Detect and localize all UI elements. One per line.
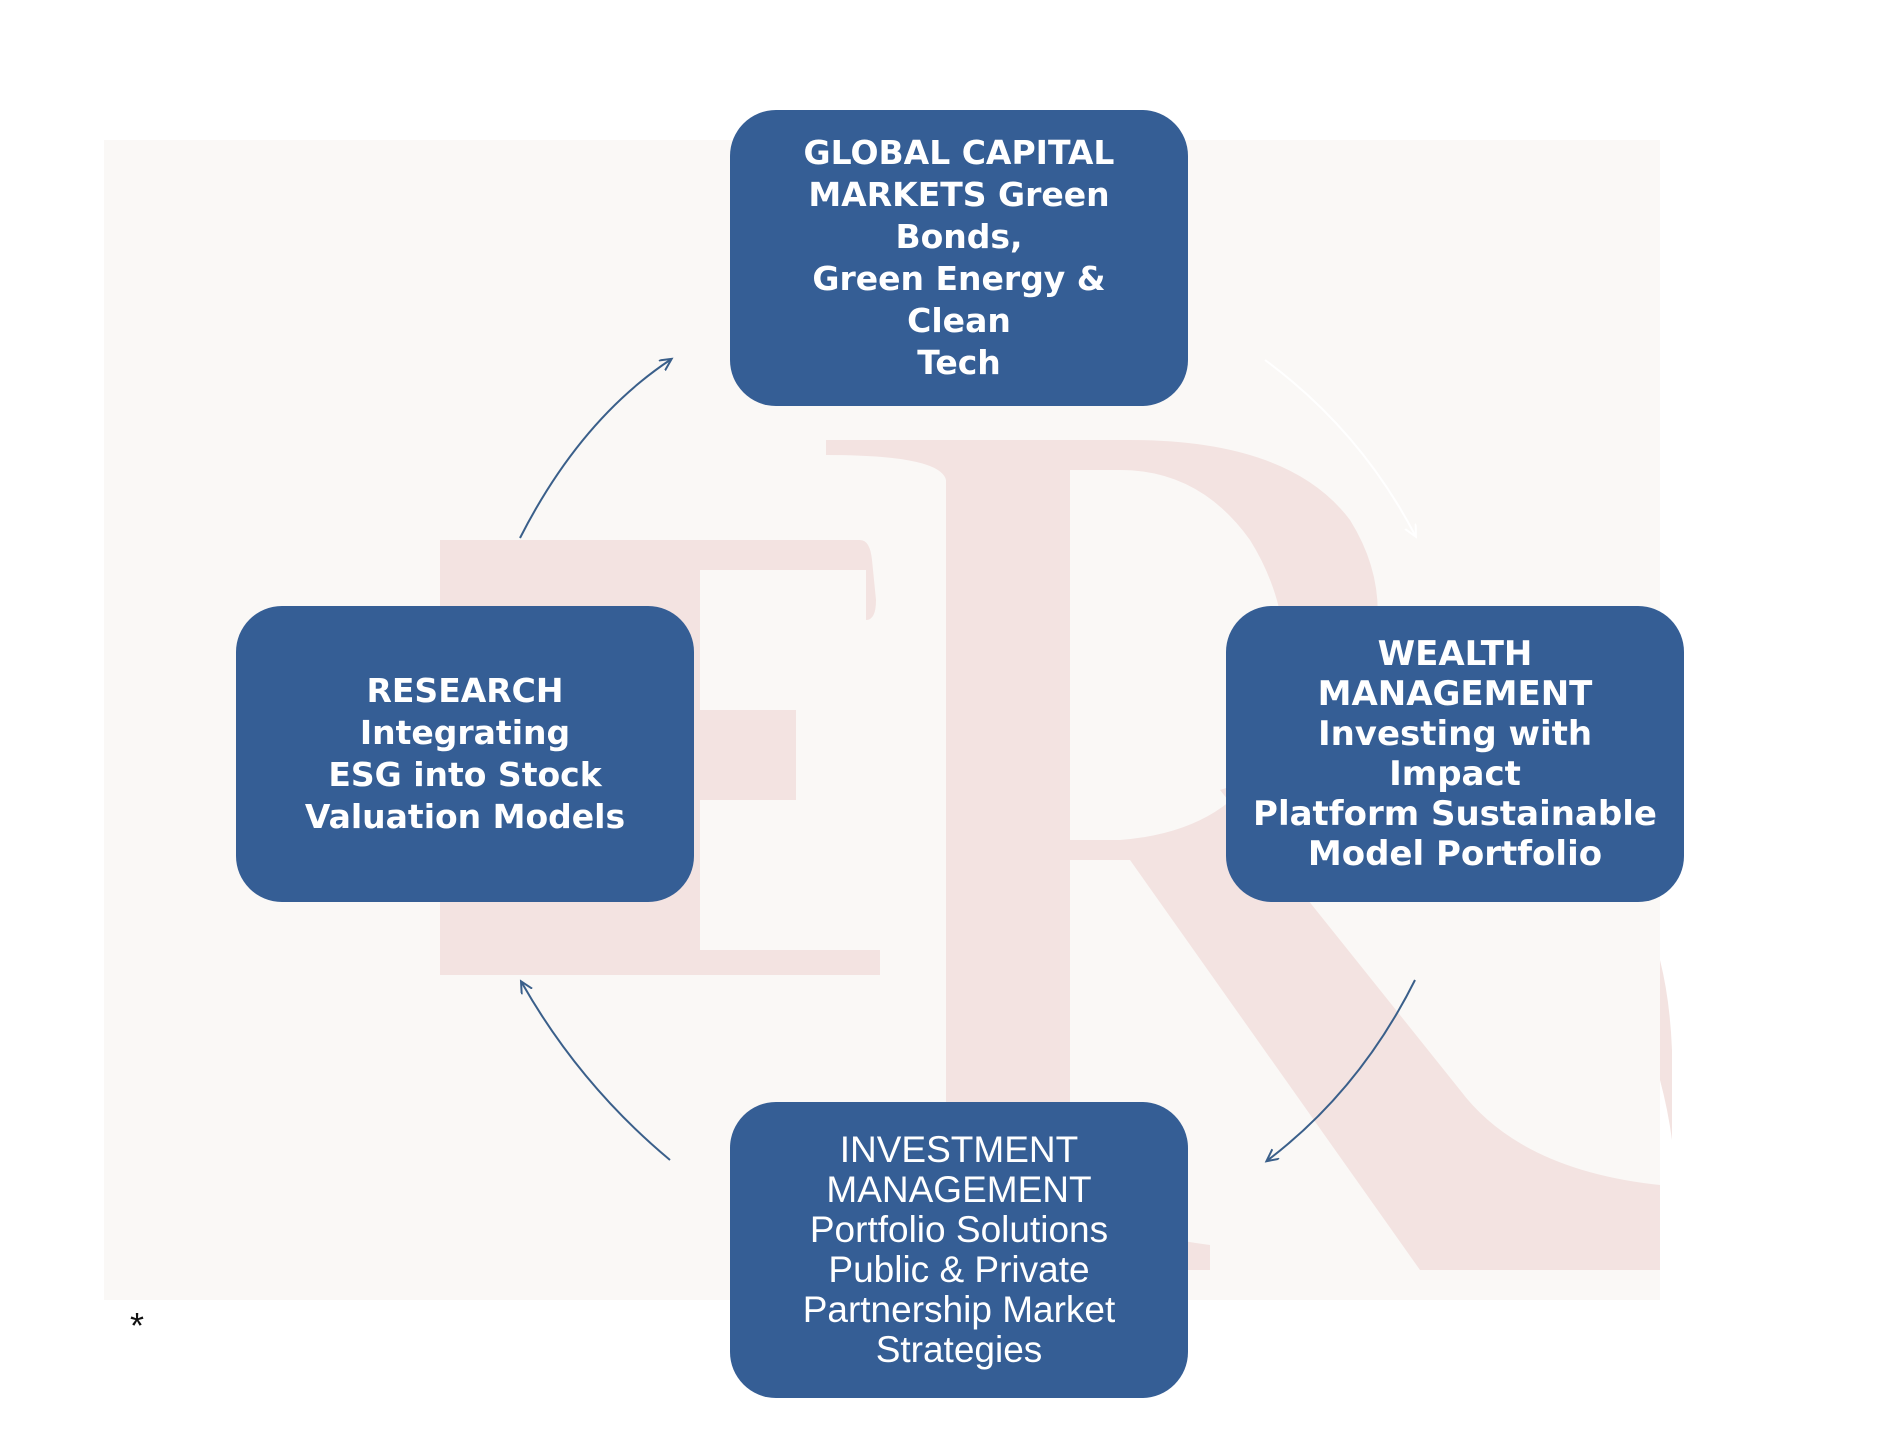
watermark-letter-c (1660, 960, 1672, 1140)
node-global-capital-markets: GLOBAL CAPITAL MARKETS Green Bonds, Gree… (730, 110, 1188, 406)
node-research-label: RESEARCH Integrating ESG into Stock Valu… (304, 671, 626, 836)
node-investment-management-label: INVESTMENT MANAGEMENT Portfolio Solution… (802, 1129, 1116, 1370)
footnote-asterisk: * (130, 1305, 145, 1346)
arrow-right-to-bottom (1268, 979, 1416, 1160)
node-investment-management: INVESTMENT MANAGEMENT Portfolio Solution… (730, 1102, 1188, 1398)
arrow-bottom-to-left (522, 983, 671, 1161)
node-research: RESEARCH Integrating ESG into Stock Valu… (236, 606, 694, 902)
node-global-capital-markets-label: GLOBAL CAPITAL MARKETS Green Bonds, Gree… (803, 133, 1115, 382)
node-wealth-management-label: WEALTH MANAGEMENT Investing with Impact … (1253, 634, 1657, 874)
arrow-left-to-top (519, 360, 670, 539)
node-wealth-management: WEALTH MANAGEMENT Investing with Impact … (1226, 606, 1684, 902)
arrow-top-to-right (1264, 359, 1415, 535)
